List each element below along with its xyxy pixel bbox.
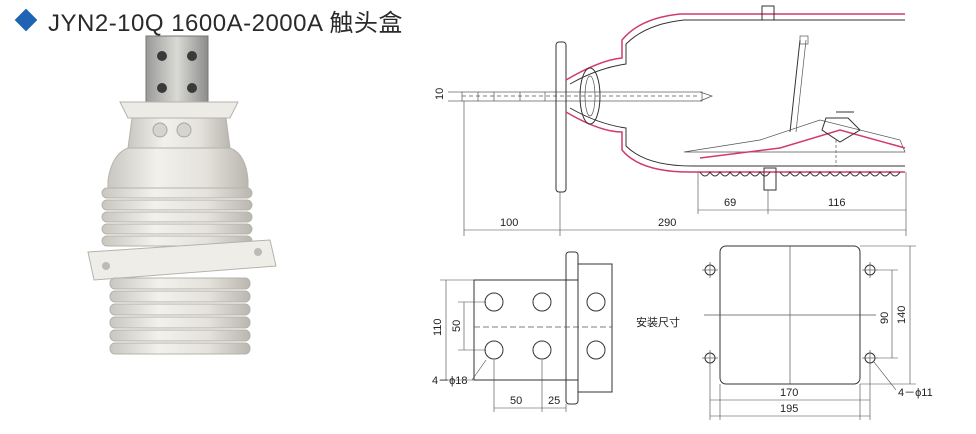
busbar-terminal (145, 35, 209, 113)
dim-50-vertical-label: 50 (451, 320, 463, 332)
dim-290-label: 290 (658, 217, 676, 229)
mount-hole-tr (862, 262, 878, 278)
dim-100-label: 100 (500, 217, 518, 229)
dim-195-label: 195 (780, 403, 798, 415)
dim-110-label: 110 (432, 318, 444, 336)
title-text: JYN2-10Q 1600A-2000A 触头盒 (48, 9, 403, 37)
front-hole-label: 4－ϕ18 (432, 375, 468, 387)
front-view: 110 50 4－ϕ18 50 25 (432, 251, 613, 412)
mount-hole-br (862, 350, 878, 366)
dim-69-label: 69 (724, 197, 736, 209)
mounting-caption: 安装尺寸 (636, 315, 680, 329)
mounting-view: 90 140 4－ϕ11 170 195 (702, 245, 933, 420)
dim-25-label: 25 (548, 395, 560, 407)
dim-10-label: 10 (434, 88, 446, 100)
mount-hole-tl (702, 262, 718, 278)
dim-50-horizontal-label: 50 (510, 395, 522, 407)
dim-140-label: 140 (896, 306, 908, 324)
dim-90-label: 90 (879, 312, 891, 324)
dim-170-label: 170 (780, 387, 798, 399)
mount-hole-label: 4－ϕ11 (898, 387, 933, 399)
lower-ribs (109, 277, 251, 355)
contact-box-photo (87, 35, 277, 355)
side-section-view: 10 100 290 69 116 (434, 5, 907, 236)
mount-hole-bl (702, 350, 718, 366)
page-title: JYN2-10Q 1600A-2000A 触头盒 (14, 3, 403, 37)
dim-116-label: 116 (828, 197, 846, 209)
upper-ribs (101, 187, 253, 247)
